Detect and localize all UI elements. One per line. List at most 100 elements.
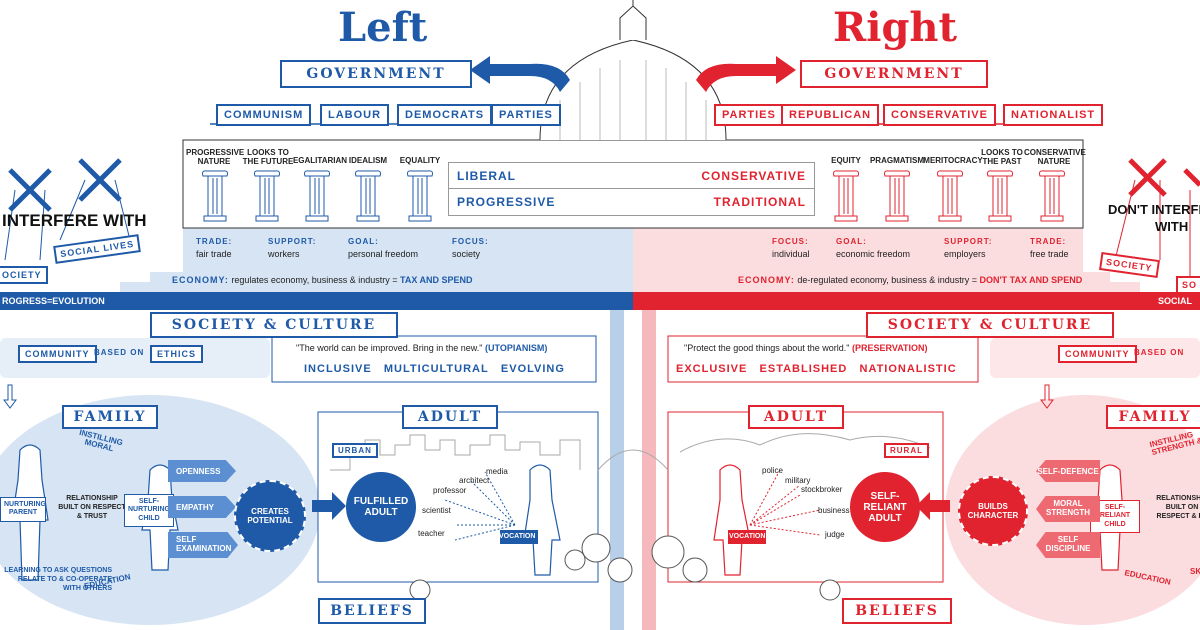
urban-skyline <box>330 434 581 471</box>
briefcase-right <box>728 530 766 544</box>
quote-left-emph: (UTOPIANISM) <box>485 343 548 353</box>
adult-banner-left: ADULT <box>402 405 498 429</box>
rural-hills <box>679 433 931 453</box>
trait-empathy: EMPATHY <box>168 496 236 518</box>
job-judge: judge <box>825 530 845 539</box>
family-to-adult-arrow <box>312 492 346 520</box>
column-right-0 <box>833 170 859 222</box>
based-on-left: BASED ON <box>94 348 145 357</box>
conservative-label: CONSERVATIVE <box>701 169 806 183</box>
column-left-0 <box>202 170 228 222</box>
trait-openness: OPENNESS <box>168 460 236 482</box>
trait-moral-strength: MORAL STRENGTH <box>1036 496 1100 522</box>
vocation-left: VOCATION <box>499 533 536 540</box>
party-communism: COMMUNISM <box>216 104 312 126</box>
progress-bar-left <box>0 292 633 310</box>
fulfilled-adult-circle: FULFILLED ADULT <box>346 472 416 542</box>
job-business: business <box>818 506 850 515</box>
steps-right <box>1093 272 1140 292</box>
job-rays-left <box>444 471 516 541</box>
keyword-row-left: INCLUSIVE MULTICULTURAL EVOLVING <box>304 364 565 375</box>
down-arrow-left <box>3 384 17 409</box>
strings-left <box>4 179 131 261</box>
trait-self-defence: SELF-DEFENCE <box>1036 460 1100 482</box>
quote-left: "The world can be improved. Bring in the… <box>296 344 547 353</box>
column-right-2 <box>937 170 963 222</box>
self-reliant-adult-circle: SELF-RELIANT ADULT <box>850 472 920 542</box>
strings-right <box>1114 179 1191 290</box>
info-label-support-right: SUPPORT: <box>944 237 993 246</box>
x-mark-left-2 <box>78 158 122 202</box>
x-mark-left-1 <box>8 168 52 212</box>
pillar-conservative-nature: CONSERVATIVE NATURE <box>1024 148 1086 167</box>
right-title: Right <box>833 4 957 51</box>
economy-emph-left: TAX AND SPEND <box>400 275 473 285</box>
bubble <box>581 533 611 563</box>
builds-character-circle: BUILDS CHARACTER <box>958 476 1028 546</box>
pillar-progressive-nature: PROGRESSIVE NATURE <box>186 148 245 167</box>
center-stripe-left <box>610 310 624 630</box>
government-banner-right: GOVERNMENT <box>800 60 988 88</box>
beliefs-banner-left: BELIEFS <box>318 598 426 624</box>
info-value-focus-right: individual <box>772 249 810 259</box>
job-rays-right <box>749 469 821 536</box>
interfere-right-2: WITH <box>1155 219 1189 234</box>
relationship-right: RELATIONSHIP BUILT ON RESPECT & FE <box>1156 495 1200 521</box>
economy-label-right: ECONOMY: <box>738 275 795 285</box>
progress-evolution: ROGRESS=EVOLUTION <box>2 296 105 306</box>
right-arrow <box>696 56 796 92</box>
column-right-3 <box>987 170 1013 222</box>
job-professor: professor <box>433 486 467 495</box>
traditional-label: TRADITIONAL <box>713 195 806 209</box>
trait-self-examination: SELF EXAMINATION <box>168 532 238 558</box>
parties-label-right: PARTIES <box>714 104 784 126</box>
interfere-left: INTERFERE WITH <box>2 211 147 230</box>
creates-potential-circle: CREATES POTENTIAL <box>234 480 306 552</box>
column-left-4 <box>407 170 433 222</box>
keyword-established: ESTABLISHED <box>759 363 848 375</box>
adult-figure-right <box>713 464 751 576</box>
job-media: media <box>486 467 508 476</box>
column-left-1 <box>254 170 280 222</box>
learning-text: LEARNING TO ASK QUESTIONS RELATE TO & CO… <box>4 567 112 593</box>
progress-bar-right <box>633 292 1200 310</box>
keyword-exclusive: EXCLUSIVE <box>676 363 748 375</box>
keyword-evolving: EVOLVING <box>500 363 565 375</box>
x-mark-right-2 <box>1183 168 1200 187</box>
economy-label-left: ECONOMY: <box>172 275 229 285</box>
trait-self-discipline: SELF DISCIPLINE <box>1036 532 1100 558</box>
info-label-focus-right: FOCUS: <box>772 237 809 246</box>
info-value-support-right: employers <box>944 249 986 259</box>
adult-figure-left <box>523 464 561 576</box>
info-value-trade-left: fair trade <box>196 249 232 259</box>
job-teacher: teacher <box>418 529 445 538</box>
economy-band-right <box>633 272 1093 292</box>
self-nurturing-child-box: SELF-NURTURING CHILD <box>124 494 174 528</box>
pillar-idealism: IDEALISM <box>348 156 388 165</box>
society-culture-banner-left: SOCIETY & CULTURE <box>150 312 398 338</box>
job-police: police <box>762 466 783 475</box>
party-labour: LABOUR <box>320 104 390 126</box>
economy-text-right: de-regulated economy, business & industr… <box>797 275 980 285</box>
info-value-support-left: workers <box>268 249 300 259</box>
bubble <box>819 579 841 601</box>
ideology-divider <box>449 188 814 189</box>
pillar-looks-past: LOOKS TO THE PAST <box>981 148 1023 167</box>
liberal-label: LIBERAL <box>457 169 516 183</box>
column-left-3 <box>355 170 381 222</box>
info-label-goal-left: GOAL: <box>348 237 379 246</box>
economy-emph-right: DON'T TAX AND SPEND <box>979 275 1083 285</box>
steps-left <box>0 272 183 292</box>
relationship-left: RELATIONSHIP BUILT ON RESPECT & TRUST <box>58 495 126 521</box>
info-value-goal-left: personal freedom <box>348 249 419 259</box>
interfere-right-1: DON'T INTERFE <box>1108 202 1200 217</box>
economy-left: ECONOMY: regulates economy, business & i… <box>172 276 473 285</box>
party-nationalist: NATIONALIST <box>1003 104 1104 126</box>
parties-label-left: PARTIES <box>491 104 561 126</box>
bubble <box>564 549 586 571</box>
job-architect: architect <box>459 476 490 485</box>
nurturing-parent-box: NURTURING PARENT <box>0 497 46 522</box>
bubble <box>607 557 633 583</box>
column-right-1 <box>884 170 910 222</box>
economy-band-left <box>160 272 633 292</box>
